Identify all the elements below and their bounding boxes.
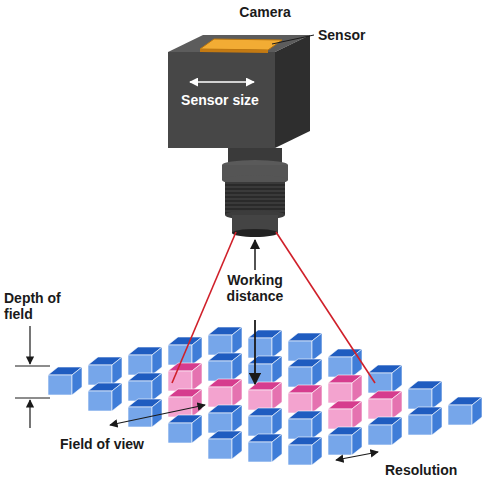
cube-face	[432, 381, 442, 409]
cube-face	[88, 391, 112, 411]
cube-face	[312, 333, 322, 361]
cube-face	[168, 423, 192, 443]
cube-face	[288, 445, 312, 465]
cube-face	[288, 367, 312, 387]
cube-face	[352, 401, 362, 429]
field-of-view-label: Field of view	[60, 436, 170, 452]
cube-face	[48, 375, 72, 395]
cube-face	[208, 335, 232, 355]
cube-face	[192, 415, 202, 443]
cube-face	[232, 353, 242, 381]
cube-face	[248, 416, 272, 436]
cube-face	[232, 327, 242, 355]
cube-face	[248, 338, 272, 358]
cube-face	[128, 355, 152, 375]
cube-face	[288, 419, 312, 439]
cube-face	[312, 411, 322, 439]
resolution-dimension	[336, 452, 378, 460]
dof-arrow	[29, 400, 30, 428]
cube-face	[208, 387, 232, 407]
cube-face	[432, 407, 442, 435]
cube-face	[152, 347, 162, 375]
cube-face	[88, 365, 112, 385]
cube-face	[472, 397, 482, 425]
cube-face	[368, 425, 392, 445]
cube-face	[168, 345, 192, 365]
cube-face	[312, 359, 322, 387]
depth-of-field-label: Depth of field	[4, 290, 66, 322]
cube-face	[208, 361, 232, 381]
dof-arrow	[29, 326, 30, 364]
cube-face	[128, 381, 152, 401]
cube-face	[408, 389, 432, 409]
cube-face	[448, 405, 472, 425]
cube-face	[272, 356, 282, 384]
cube-face	[272, 382, 282, 410]
cube-face	[272, 330, 282, 358]
working-distance-label: Working distance	[205, 272, 305, 304]
sensor-leader	[272, 35, 314, 44]
cube-face	[112, 383, 122, 411]
cube-face	[312, 385, 322, 413]
cube-face	[328, 383, 352, 403]
cube-face	[272, 434, 282, 462]
fov-line	[172, 232, 236, 383]
cube-face	[232, 431, 242, 459]
cube-face	[368, 373, 392, 393]
cube-face	[352, 427, 362, 455]
cube-face	[392, 365, 402, 393]
cube-face	[408, 415, 432, 435]
cube-face	[232, 405, 242, 433]
cube-face	[368, 399, 392, 419]
cube-face	[248, 364, 272, 384]
sensor-plate	[200, 39, 282, 50]
cube-face	[112, 357, 122, 385]
working-distance-arrow	[254, 240, 256, 270]
cube-face	[152, 373, 162, 401]
fov-dimension	[110, 405, 205, 425]
cube-face	[192, 337, 202, 365]
object-cubes	[48, 327, 482, 465]
sensor-label: Sensor	[318, 27, 388, 43]
working-distance-arrow	[254, 320, 256, 384]
cube-face	[208, 413, 232, 433]
cube-face	[72, 367, 82, 395]
cube-face	[312, 437, 322, 465]
cube-face	[288, 341, 312, 361]
cube-face	[192, 363, 202, 391]
cube-face	[392, 417, 402, 445]
fov-line	[276, 232, 375, 383]
sensor-size-label: Sensor size	[180, 92, 260, 108]
cube-face	[328, 409, 352, 429]
cube-face	[152, 399, 162, 427]
cube-face	[328, 357, 352, 377]
cube-face	[272, 408, 282, 436]
cube-face	[352, 349, 362, 377]
cube-face	[168, 397, 192, 417]
dof-tick	[15, 366, 50, 367]
sensor-edge	[200, 49, 268, 53]
cube-face	[232, 379, 242, 407]
cube-face	[192, 389, 202, 417]
cube-face	[168, 371, 192, 391]
sensor-size-arrow	[190, 81, 254, 83]
cube-face	[352, 375, 362, 403]
resolution-label: Resolution	[385, 462, 485, 478]
cube-face	[392, 391, 402, 419]
cube-face	[288, 393, 312, 413]
cube-face	[248, 390, 272, 410]
cube-face	[208, 439, 232, 459]
cube-face	[328, 435, 352, 455]
camera-side	[275, 35, 310, 148]
dof-tick	[15, 398, 50, 399]
camera-front	[168, 52, 275, 148]
cube-face	[248, 442, 272, 462]
camera-label: Camera	[225, 4, 305, 20]
